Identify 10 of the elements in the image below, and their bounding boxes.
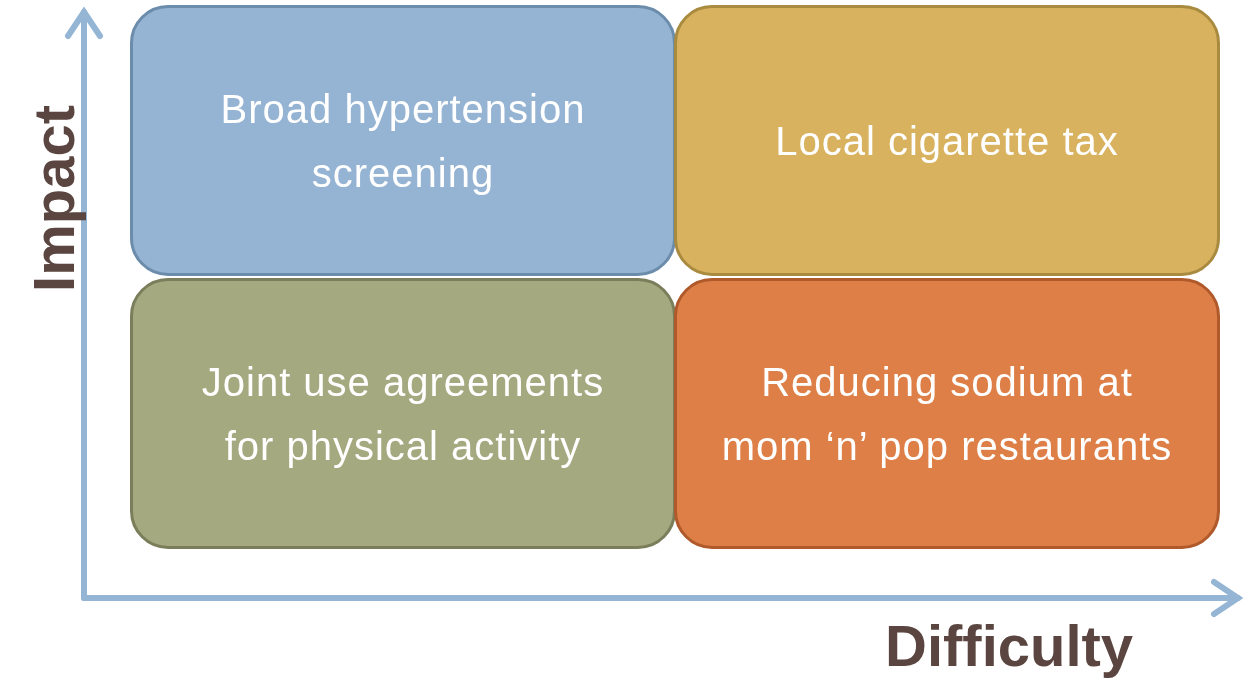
quadrant-box bbox=[130, 5, 676, 276]
quadrant-label: Joint use agreements for physical activity bbox=[200, 358, 606, 470]
quadrant-label: Reducing sodium at mom ‘n’ pop restaurants bbox=[720, 358, 1174, 470]
quadrant-box bbox=[130, 278, 676, 549]
quadrant-label: Local cigarette tax bbox=[774, 117, 1120, 165]
quadrant-box bbox=[674, 5, 1220, 276]
quadrant-box bbox=[674, 278, 1220, 549]
y-axis-title: Impact bbox=[20, 105, 87, 292]
x-axis-title: Difficulty bbox=[885, 612, 1134, 679]
quadrant-label: Broad hypertension screening bbox=[219, 85, 587, 197]
